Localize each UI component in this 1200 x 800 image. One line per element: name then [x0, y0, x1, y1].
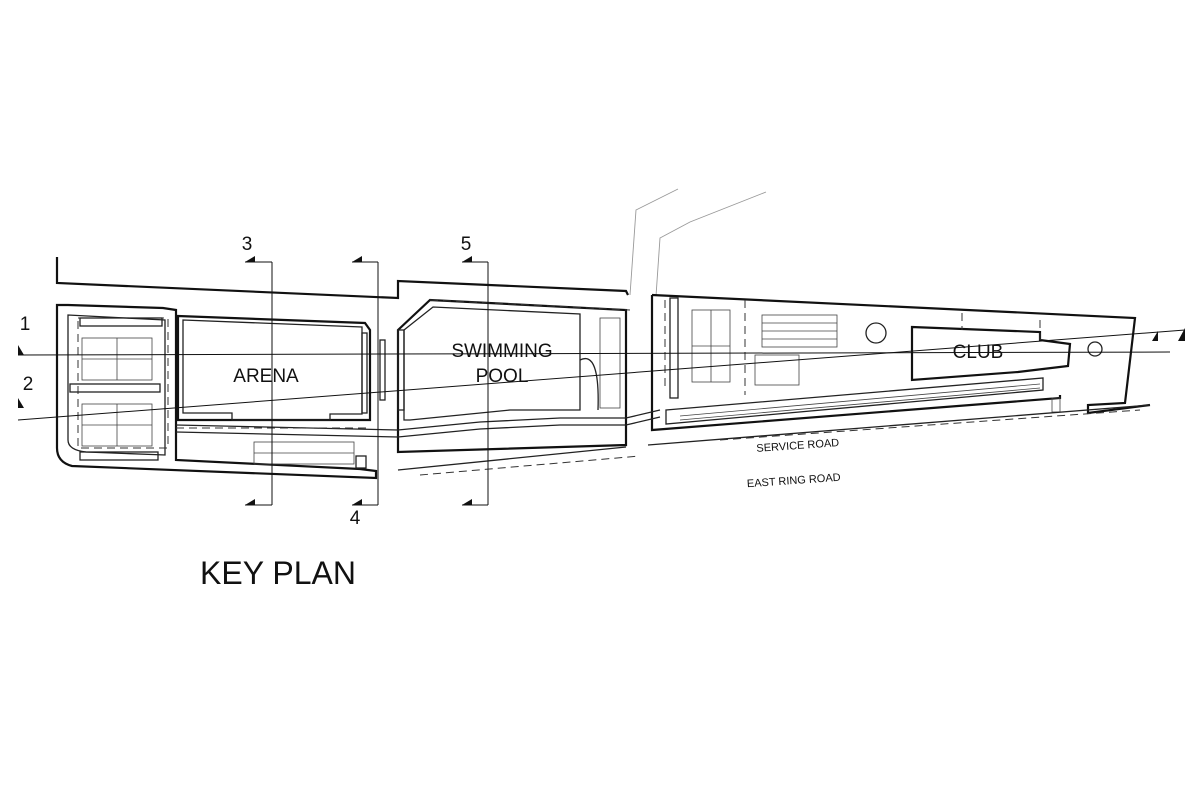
walkways	[175, 409, 661, 438]
site-boundary	[55, 188, 1151, 415]
section-marker-5: 5	[461, 234, 472, 255]
swimming-pool-label-line1: SWIMMING	[451, 341, 552, 362]
swimming-pool-label-line2: POOL	[476, 366, 529, 387]
club-label: CLUB	[953, 342, 1004, 363]
road-edges	[397, 404, 1151, 476]
section-marker-2: 2	[23, 374, 34, 395]
arena-building	[176, 314, 386, 469]
service-road-label: SERVICE ROAD	[756, 437, 840, 455]
section-marker-4: 4	[350, 508, 361, 529]
key-plan-title: KEY PLAN	[200, 555, 356, 591]
circular-feature	[1087, 341, 1103, 357]
club-building	[650, 295, 1103, 432]
bleacher-bar	[79, 451, 159, 461]
bleacher-bar	[79, 317, 163, 327]
bleacher-bar	[69, 383, 161, 393]
west-courts-block	[55, 303, 378, 480]
east-ring-road-label: EAST RING ROAD	[747, 472, 842, 491]
swimming-pool-building	[396, 298, 631, 454]
section-marker-3: 3	[242, 234, 253, 255]
circular-feature	[865, 322, 887, 344]
arena-label: ARENA	[233, 366, 299, 387]
section-marker-1: 1	[20, 314, 31, 335]
section-cut-lines	[17, 256, 1186, 506]
